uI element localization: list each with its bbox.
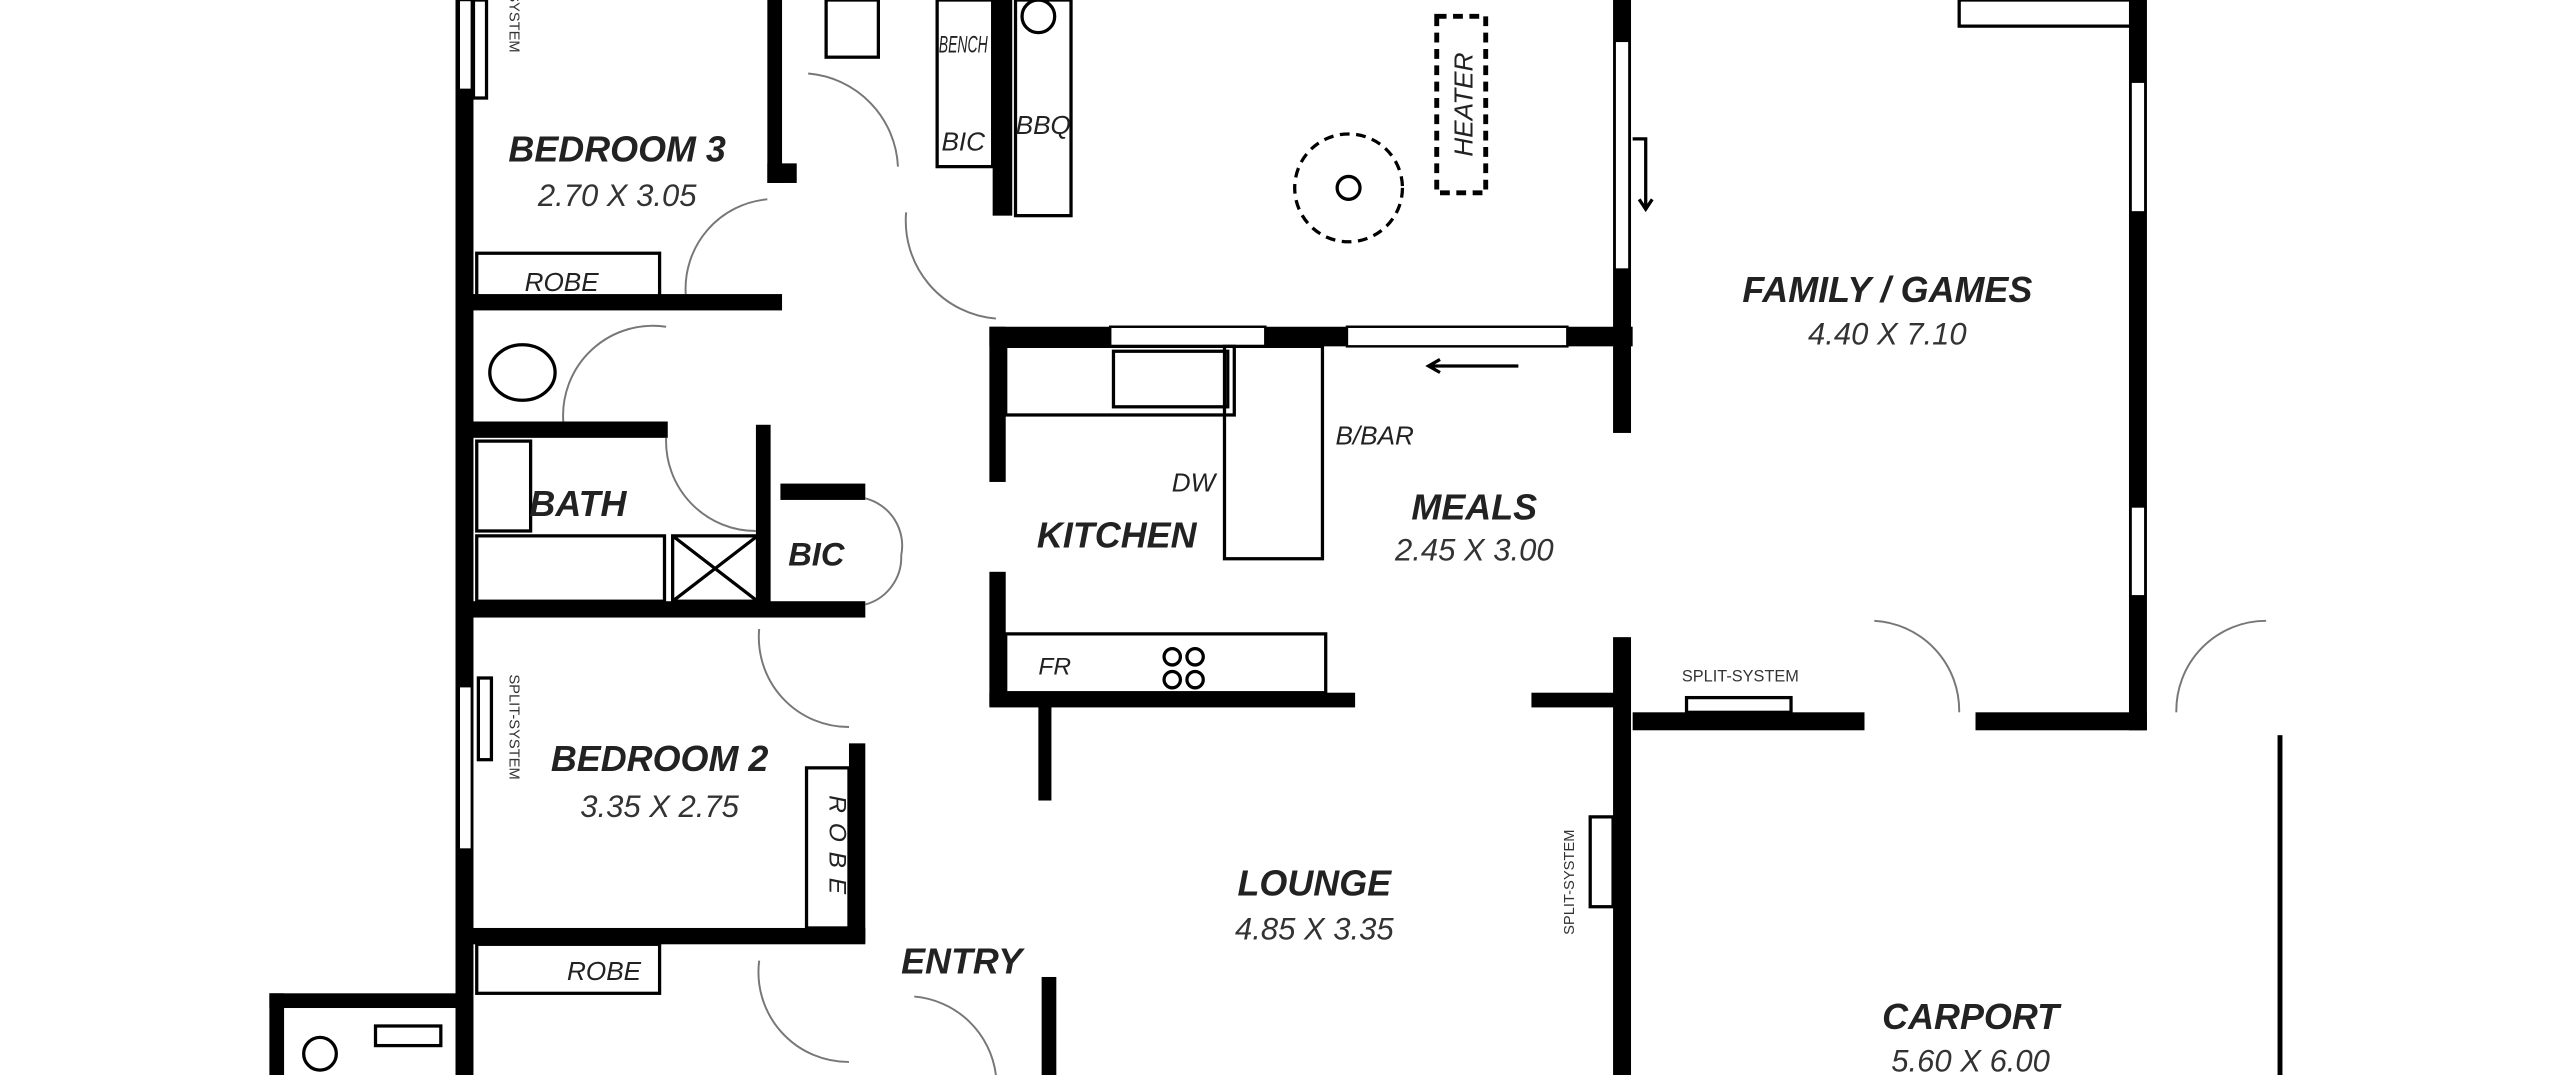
room-size-bedroom2: 3.35 X 2.75 [580,789,739,824]
split-system-label: SPLIT-SYSTEM [505,674,521,779]
doors [562,72,2267,1075]
split-system-label: SPLIT-SYSTEM [505,0,521,53]
room-name-entry: ENTRY [901,941,1025,982]
fr-label: FR [1038,654,1071,681]
walls [269,0,2283,1075]
bbq-label: BBQ [1016,110,1071,140]
fixtures [302,0,1793,1072]
robe-label: ROBE [567,956,642,986]
room-name-bath: BATH [529,483,627,524]
bench-label: BENCH [939,31,988,58]
bic-label: BIC [941,126,985,156]
room-name-carport: CARPORT [1882,996,2062,1037]
robe-label: ROBE [525,267,600,297]
room-name-bedroom2: BEDROOM 2 [551,738,768,779]
room-name-family: FAMILY / GAMES [1742,269,2032,310]
bic-label: BIC [788,535,845,572]
robe-label: ROBE [823,795,850,904]
split-system-label: SPLIT-SYSTEM [1682,667,1799,685]
split-system-label: SPLIT-SYSTEM [1562,830,1578,935]
heater-label: HEATER [1449,52,1479,156]
room-size-carport: 5.60 X 6.00 [1891,1044,2050,1075]
room-name-meals: MEALS [1411,487,1537,528]
room-name-lounge: LOUNGE [1237,862,1392,903]
bbar-label: B/BAR [1336,420,1415,450]
room-size-family: 4.40 X 7.10 [1808,317,1967,352]
room-name-bedroom3: BEDROOM 3 [508,129,725,170]
room-size-meals: 2.45 X 3.00 [1394,532,1554,567]
room-size-bedroom3: 2.70 X 3.05 [537,178,697,213]
dw-label: DW [1172,468,1218,498]
room-size-lounge: 4.85 X 3.35 [1235,911,1394,946]
room-name-kitchen: KITCHEN [1037,514,1198,555]
